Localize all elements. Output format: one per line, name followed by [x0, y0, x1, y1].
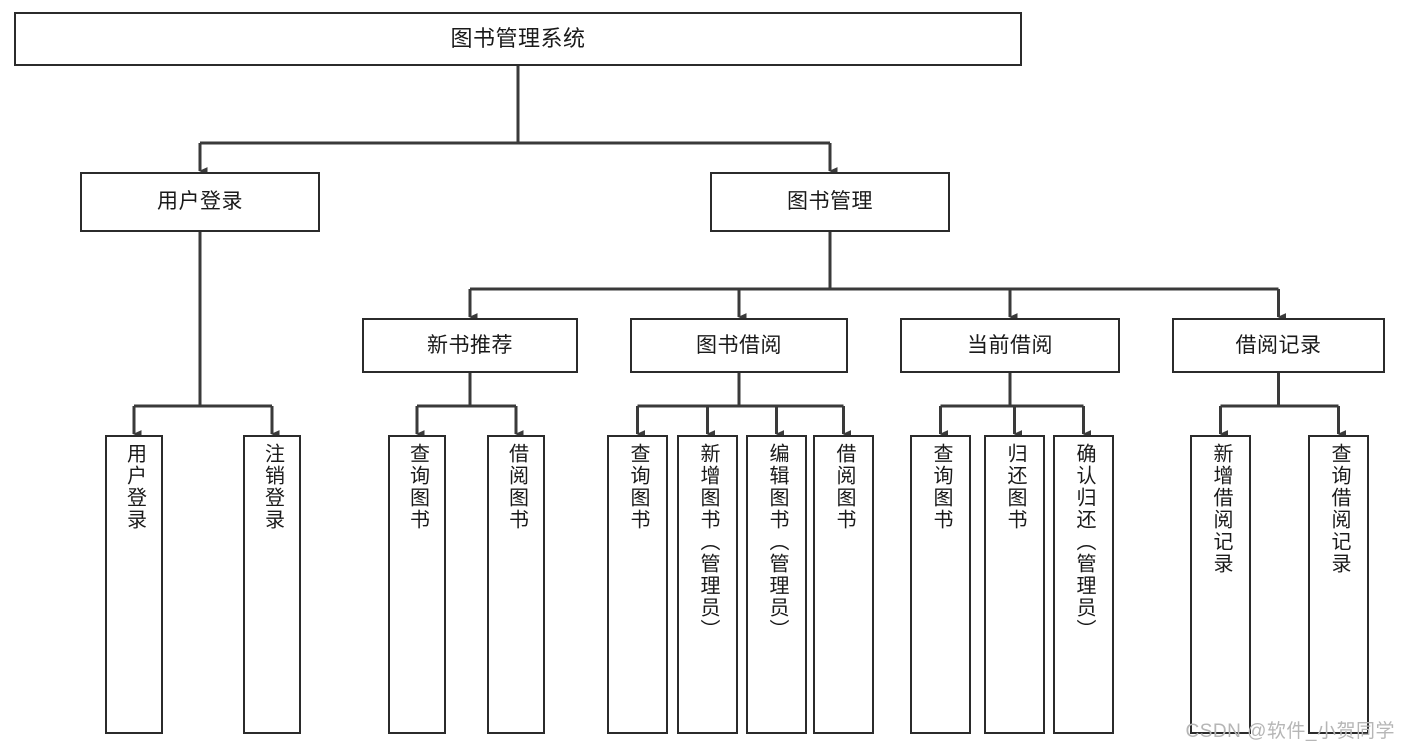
node-current-borrow[interactable]: 当前借阅 [900, 318, 1120, 373]
node-leaf-query-book-2[interactable]: 查询图书 [607, 435, 668, 734]
node-label-leaf-query-book-1: 查询图书 [406, 443, 429, 531]
node-label-leaf-user-login: 用户登录 [123, 443, 146, 531]
node-label-user-login: 用户登录 [157, 190, 243, 214]
node-label-leaf-borrow-book-2: 借阅图书 [833, 443, 855, 531]
csdn-watermark: CSDN @软件_小贺同学 [1185, 721, 1395, 742]
node-label-leaf-query-borrow-record: 查询借阅记录 [1328, 443, 1350, 575]
node-leaf-return-book[interactable]: 归还图书 [984, 435, 1045, 734]
node-label-book-manage: 图书管理 [787, 190, 873, 214]
node-label-leaf-add-book: 新增图书（管理员） [697, 443, 719, 641]
node-book-manage[interactable]: 图书管理 [710, 172, 950, 232]
node-leaf-edit-book[interactable]: 编辑图书（管理员） [746, 435, 807, 734]
node-label-borrow-record: 借阅记录 [1235, 333, 1322, 357]
node-label-leaf-add-borrow-record: 新增借阅记录 [1210, 443, 1232, 575]
node-label-root: 图书管理系统 [450, 25, 586, 51]
node-label-current-borrow: 当前借阅 [967, 333, 1053, 357]
node-root[interactable]: 图书管理系统 [14, 12, 1022, 66]
node-borrow-record[interactable]: 借阅记录 [1172, 318, 1385, 373]
node-label-leaf-logout: 注销登录 [261, 443, 284, 531]
node-leaf-borrow-book-1[interactable]: 借阅图书 [487, 435, 545, 734]
node-leaf-add-borrow-record[interactable]: 新增借阅记录 [1190, 435, 1251, 734]
node-label-leaf-confirm-return: 确认归还（管理员） [1073, 443, 1095, 641]
node-label-leaf-query-book-2: 查询图书 [627, 443, 649, 531]
node-label-book-borrow: 图书借阅 [696, 333, 782, 357]
node-leaf-user-login[interactable]: 用户登录 [105, 435, 163, 734]
node-label-leaf-borrow-book-1: 借阅图书 [505, 443, 528, 531]
node-label-leaf-edit-book: 编辑图书（管理员） [766, 443, 788, 641]
node-leaf-add-book[interactable]: 新增图书（管理员） [677, 435, 738, 734]
node-label-leaf-query-book-3: 查询图书 [930, 443, 952, 531]
node-book-borrow[interactable]: 图书借阅 [630, 318, 848, 373]
node-new-book-recommend[interactable]: 新书推荐 [362, 318, 578, 373]
node-leaf-confirm-return[interactable]: 确认归还（管理员） [1053, 435, 1114, 734]
node-label-new-book-recommend: 新书推荐 [427, 333, 513, 357]
node-leaf-query-borrow-record[interactable]: 查询借阅记录 [1308, 435, 1369, 734]
node-user-login[interactable]: 用户登录 [80, 172, 320, 232]
node-label-leaf-return-book: 归还图书 [1004, 443, 1026, 531]
node-leaf-query-book-1[interactable]: 查询图书 [388, 435, 446, 734]
node-leaf-borrow-book-2[interactable]: 借阅图书 [813, 435, 874, 734]
node-leaf-query-book-3[interactable]: 查询图书 [910, 435, 971, 734]
node-leaf-logout[interactable]: 注销登录 [243, 435, 301, 734]
